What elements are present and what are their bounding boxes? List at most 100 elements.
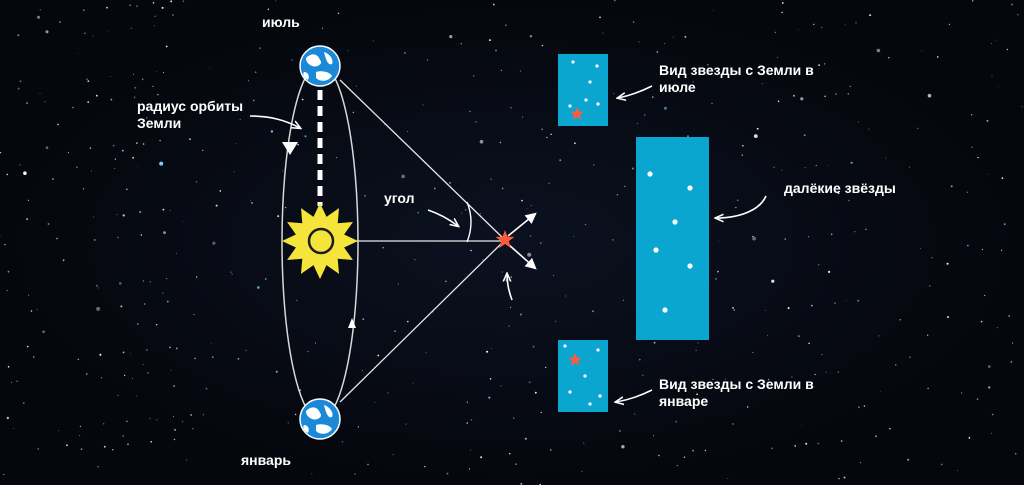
background-star — [156, 324, 158, 326]
background-star — [742, 144, 744, 147]
background-star — [847, 93, 849, 95]
background-star — [468, 468, 470, 470]
background-star — [152, 2, 155, 4]
background-star — [461, 212, 462, 214]
callout-arrow-january-view — [616, 389, 653, 402]
background-star — [446, 472, 449, 475]
background-star — [857, 121, 860, 123]
background-star — [377, 354, 380, 357]
background-star — [895, 364, 897, 366]
background-star — [282, 170, 284, 172]
background-star — [1001, 177, 1004, 180]
background-star — [835, 93, 837, 95]
background-star — [490, 178, 492, 180]
background-star — [28, 294, 30, 296]
background-star — [761, 83, 763, 85]
background-star — [492, 3, 495, 6]
label-distant-stars: далёкие звёзды — [784, 180, 896, 196]
background-star — [16, 380, 18, 383]
background-star — [297, 144, 299, 146]
background-star — [367, 463, 369, 466]
background-star — [735, 206, 737, 209]
background-star — [136, 5, 138, 8]
background-star — [921, 50, 923, 52]
background-star — [39, 9, 42, 11]
background-star — [287, 422, 289, 424]
background-star — [57, 123, 59, 126]
background-star — [664, 106, 667, 110]
background-star — [678, 383, 680, 385]
background-star — [42, 330, 45, 334]
background-star — [844, 24, 846, 26]
background-star — [508, 325, 510, 327]
background-star — [621, 445, 625, 449]
background-star — [717, 270, 719, 273]
background-star — [193, 314, 195, 316]
background-star — [540, 411, 542, 414]
background-star — [636, 122, 638, 124]
background-star — [362, 318, 365, 321]
background-star — [501, 271, 503, 273]
background-star — [565, 295, 566, 297]
background-star — [946, 262, 949, 265]
background-star — [500, 385, 502, 387]
background-star — [623, 299, 625, 301]
background-star — [592, 310, 594, 313]
background-star — [170, 369, 172, 371]
background-star — [19, 80, 22, 83]
background-star — [97, 466, 99, 468]
background-star — [656, 51, 659, 53]
background-star — [559, 159, 562, 162]
background-star — [798, 335, 800, 337]
background-star — [475, 121, 477, 123]
background-star — [800, 97, 804, 101]
background-star — [967, 244, 969, 247]
background-star — [36, 309, 38, 311]
background-star — [752, 352, 754, 354]
background-star — [387, 392, 389, 394]
background-star — [134, 86, 137, 89]
background-star — [858, 406, 860, 409]
background-star — [26, 218, 28, 220]
background-star — [509, 453, 511, 455]
background-star — [715, 278, 717, 280]
background-star — [95, 94, 98, 97]
background-star — [991, 413, 994, 416]
background-star — [59, 21, 61, 23]
background-star — [747, 406, 749, 408]
background-star — [7, 270, 10, 273]
background-star — [854, 231, 856, 233]
background-star — [875, 435, 877, 438]
background-star — [132, 378, 134, 379]
background-star — [294, 413, 297, 416]
background-star — [733, 309, 735, 311]
background-star — [948, 23, 951, 25]
background-star — [712, 10, 714, 11]
background-star — [133, 73, 134, 75]
background-star — [401, 174, 405, 179]
background-star — [515, 463, 517, 465]
background-star — [77, 358, 80, 361]
background-star — [470, 419, 473, 421]
projection-arrow-down — [507, 243, 537, 270]
background-star — [823, 63, 826, 65]
background-star — [82, 9, 85, 12]
callout-arrow-july-view — [618, 85, 653, 98]
background-star — [267, 8, 270, 11]
background-star — [114, 158, 116, 160]
background-star — [781, 169, 783, 171]
background-star — [374, 402, 376, 404]
background-star — [984, 294, 986, 297]
background-star — [107, 30, 109, 32]
background-star — [990, 432, 992, 434]
background-star — [878, 335, 880, 337]
background-star — [929, 285, 931, 287]
background-star — [818, 64, 820, 66]
background-star — [279, 461, 281, 463]
background-star — [412, 382, 414, 384]
background-star — [791, 376, 793, 378]
background-star — [724, 378, 726, 380]
background-star — [47, 223, 50, 225]
background-star — [275, 370, 278, 373]
